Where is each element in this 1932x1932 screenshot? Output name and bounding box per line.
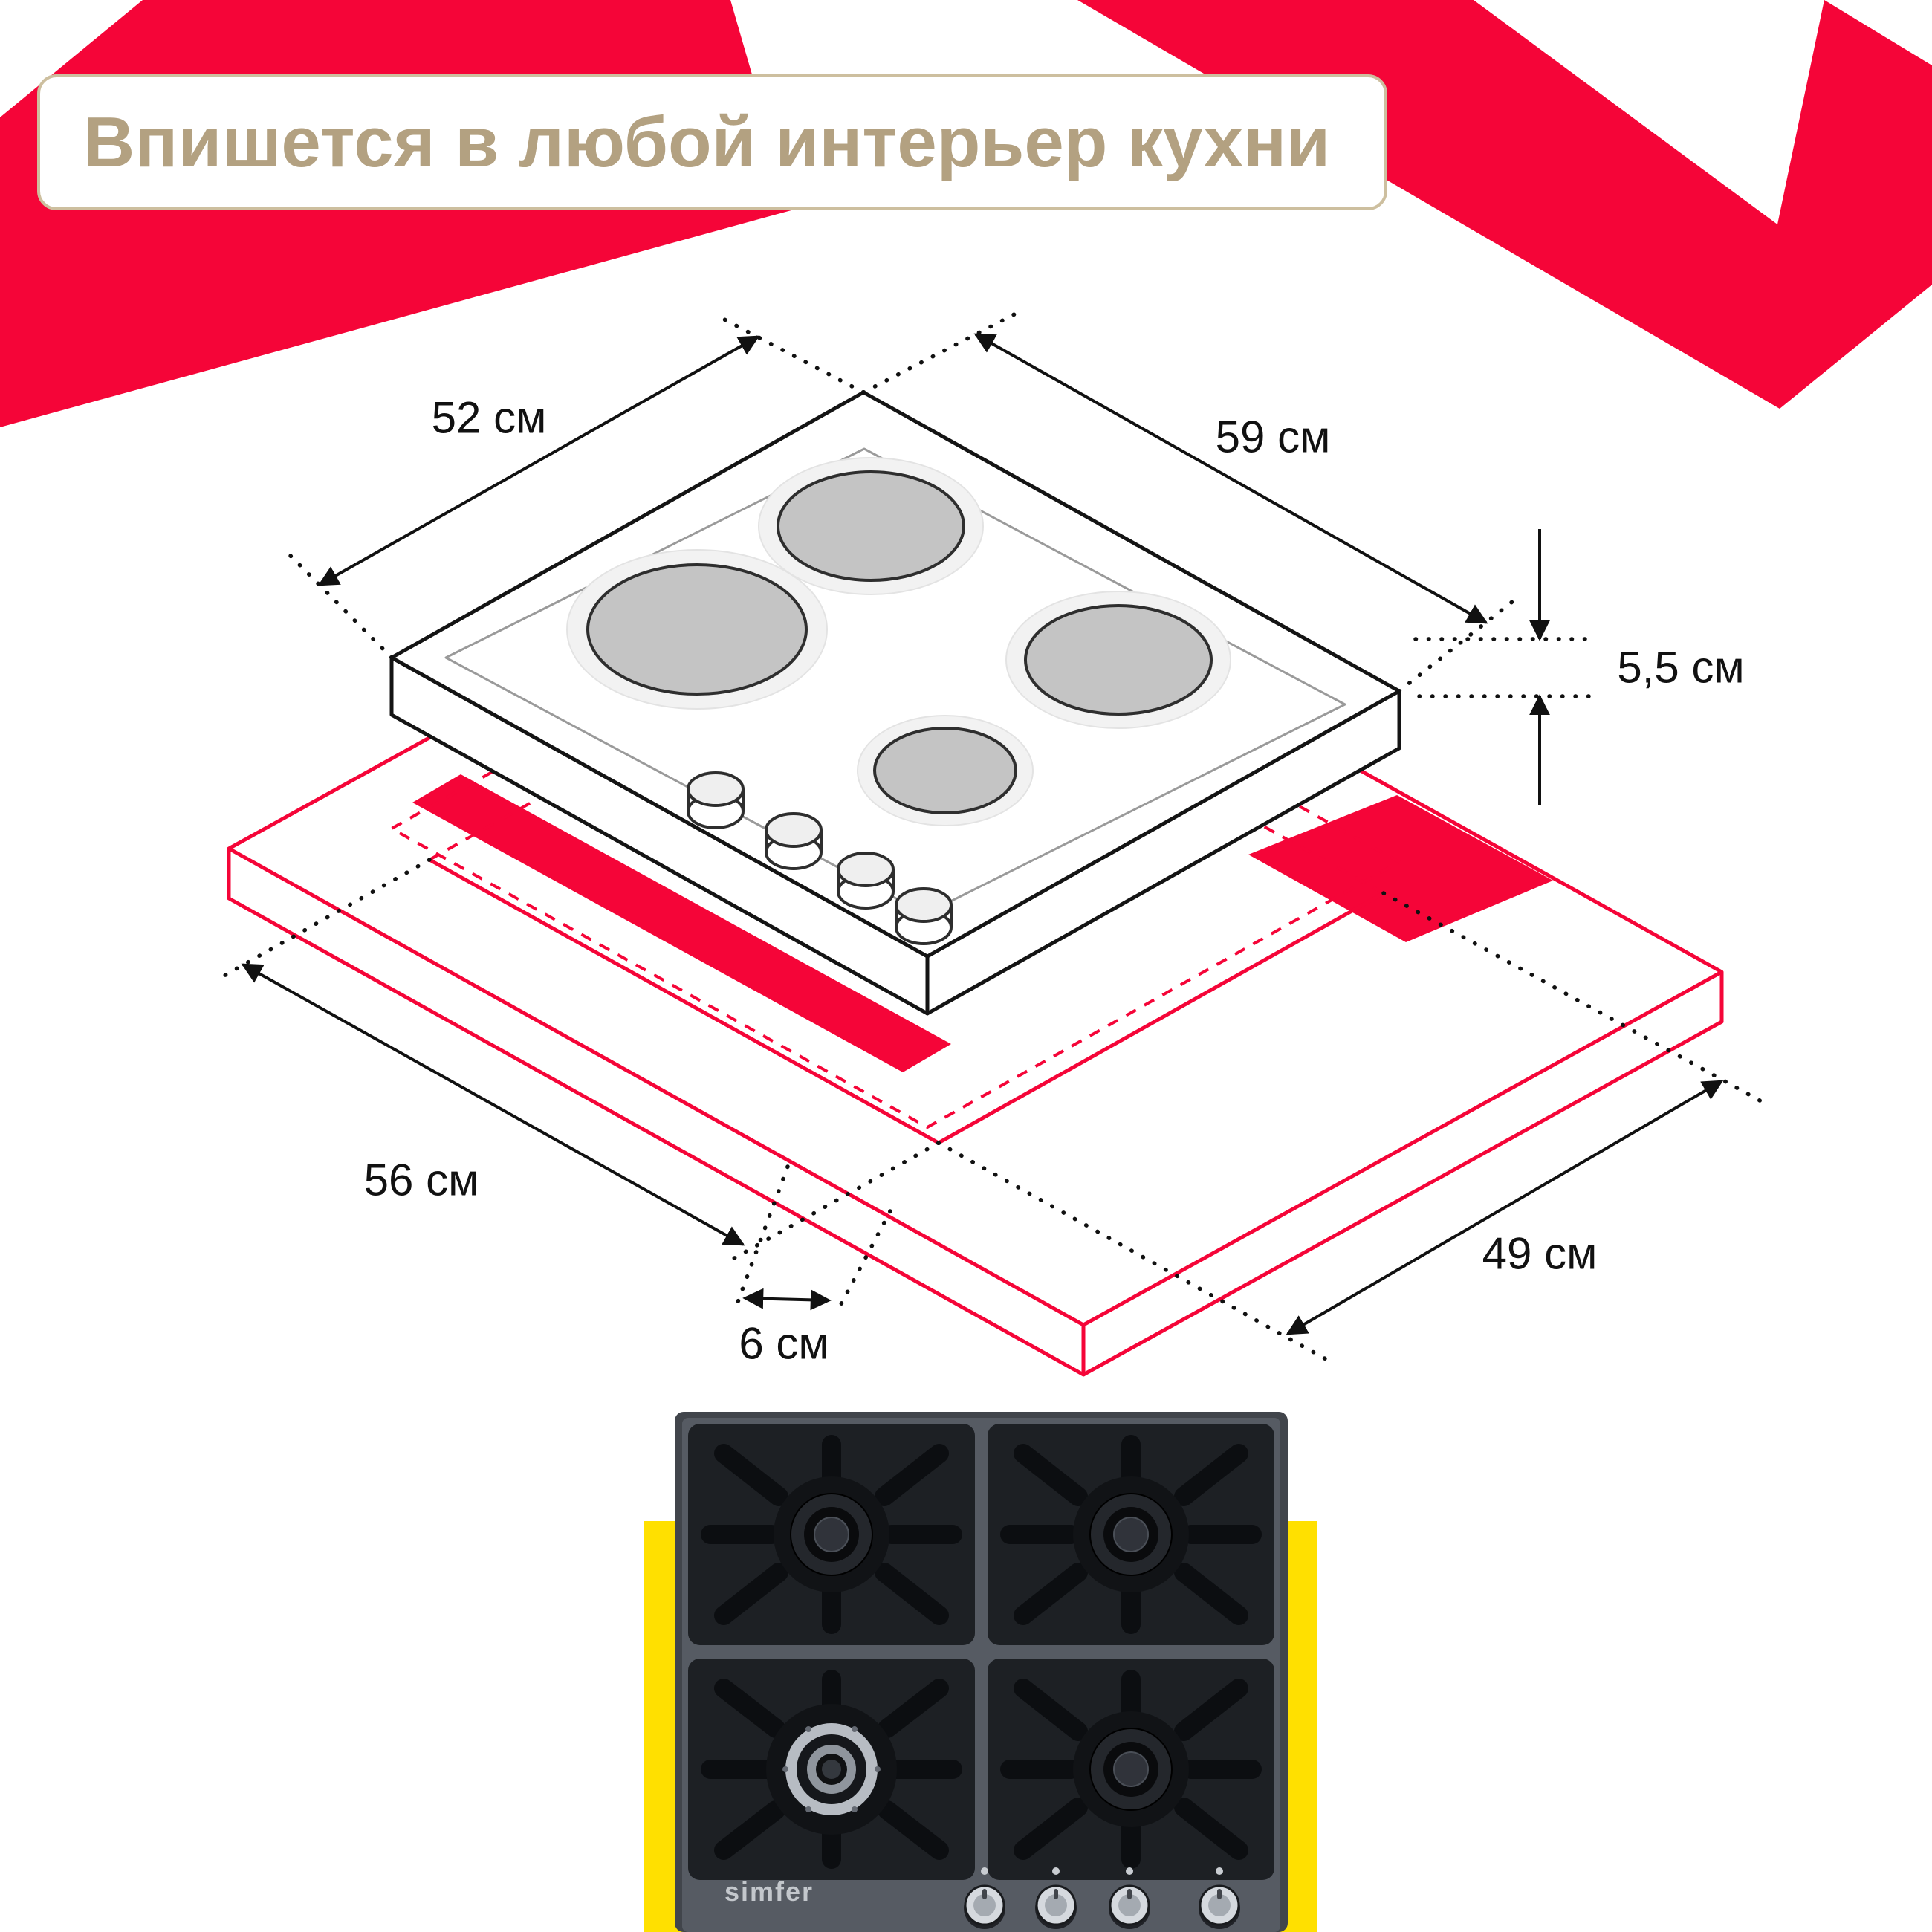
title-banner: Впишется в любой интерьер кухни [37, 74, 1387, 210]
dimension-extension-lines [214, 312, 1763, 1366]
dim-label-cutout-margin: 6 см [739, 1318, 829, 1369]
dim-label-hob-depth: 52 см [431, 392, 547, 443]
dim-label-hob-width: 59 см [1215, 412, 1331, 462]
grate-burner-top-right [988, 1424, 1274, 1645]
dim-label-hob-height: 5,5 см [1617, 642, 1745, 693]
dim-label-cutout-b: 49 см [1482, 1228, 1598, 1279]
grate-burner-top-left [688, 1424, 975, 1645]
control-knobs [964, 1867, 1240, 1929]
grate-burner-bottom-right [988, 1659, 1274, 1880]
dimension-arrows [241, 333, 1724, 1335]
hob-knobs [687, 771, 953, 945]
product-photo [675, 1412, 1288, 1932]
top-left-ribbon [0, 0, 791, 427]
control-knob [1035, 1867, 1077, 1929]
page-title: Впишется в любой интерьер кухни [83, 102, 1331, 182]
knob-drawing [687, 771, 745, 829]
dim-label-cutout-a: 56 см [363, 1155, 479, 1205]
control-knob [1109, 1867, 1150, 1929]
hob-photo [675, 1412, 1288, 1932]
dimension-lines [214, 312, 1763, 1366]
brand-logo: simfer [724, 1876, 814, 1907]
control-knob [1199, 1867, 1240, 1929]
knob-drawing [895, 887, 953, 945]
control-knob [964, 1867, 1005, 1929]
knob-drawing [765, 812, 823, 870]
hob-burners [566, 457, 1231, 826]
grate-wok-burner-bottom-left [688, 1659, 975, 1880]
knob-drawing [837, 852, 895, 910]
